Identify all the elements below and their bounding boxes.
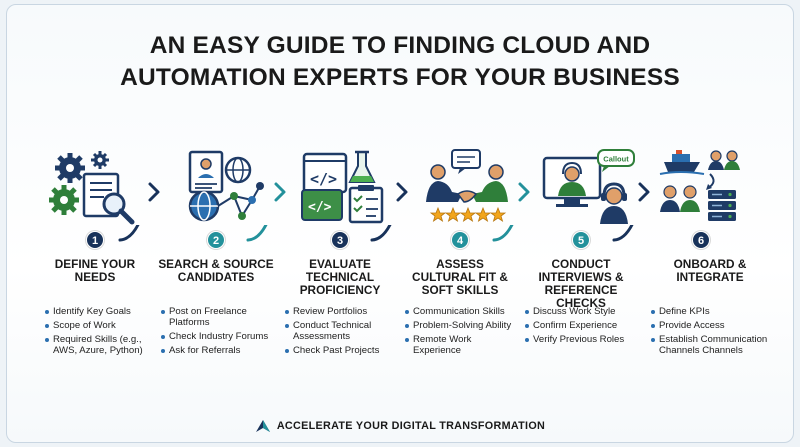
list-item: Communication Skills xyxy=(404,306,522,317)
step-bullets: Identify Key Goals Scope of Work Require… xyxy=(30,306,160,356)
svg-text:</>: </> xyxy=(308,200,332,215)
list-item: Verify Previous Roles xyxy=(524,334,646,345)
step-title: ASSESS CULTURAL FIT & SOFT SKILLS xyxy=(412,257,508,297)
resume-globe-network-icon xyxy=(172,148,272,228)
title-line-1: AN EASY GUIDE TO FINDING CLOUD AND xyxy=(149,32,651,59)
handshake-chat-stars-icon xyxy=(418,148,518,228)
rocket-arrow-icon xyxy=(255,420,270,432)
step-6-column: ONBOARD & INTEGRATE Define KPIs Provide … xyxy=(640,258,780,359)
chevron-right-icon xyxy=(638,182,650,202)
list-item: Remote Work Experience xyxy=(404,334,494,357)
step-1-column: DEFINE YOUR NEEDS Identify Key Goals Sco… xyxy=(30,258,160,359)
list-item: Scope of Work xyxy=(44,320,160,331)
step-5-column: CONDUCT INTERVIEWS & REFERENCE CHECKS Di… xyxy=(516,258,646,347)
step-title: SEARCH & SOURCE CANDIDATES xyxy=(158,257,274,284)
step-bullets: Post on Freelance Platforms Check Indust… xyxy=(150,306,282,356)
timeline-arrows xyxy=(12,225,790,242)
step-1-badge: 1 xyxy=(86,231,104,249)
callout-label: Callout xyxy=(603,155,629,164)
infographic-card xyxy=(6,4,794,443)
step-4-badge: 4 xyxy=(451,231,469,249)
list-item: Discuss Work Style xyxy=(524,306,646,317)
step-2-column: SEARCH & SOURCE CANDIDATES Post on Freel… xyxy=(150,258,282,359)
step-bullets: Discuss Work Style Confirm Experience Ve… xyxy=(516,306,646,345)
list-item: Provide Access xyxy=(650,320,780,331)
list-item: Check Industry Forums xyxy=(160,331,282,342)
list-item: Establish Communication Channels Channel… xyxy=(650,334,770,357)
list-item: Required Skills (e.g., AWS, Azure, Pytho… xyxy=(44,334,162,357)
chevron-arrows xyxy=(148,182,650,202)
video-call-headset-icon: Callout xyxy=(538,148,638,228)
step-6-badge: 6 xyxy=(692,231,710,249)
title-line-2: AUTOMATION EXPERTS FOR YOUR BUSINESS xyxy=(120,64,680,91)
step-bullets: Communication Skills Problem-Solving Abi… xyxy=(398,306,522,356)
chevron-right-icon xyxy=(518,182,530,202)
chevron-right-icon xyxy=(396,182,408,202)
list-item: Review Portfolios xyxy=(284,306,404,317)
step-4-column: ASSESS CULTURAL FIT & SOFT SKILLS Commun… xyxy=(398,258,522,359)
page-title: AN EASY GUIDE TO FINDING CLOUD AND AUTOM… xyxy=(0,30,800,94)
chevron-right-icon xyxy=(274,182,286,202)
step-3-column: EVALUATE TECHNICAL PROFICIENCY Review Po… xyxy=(276,258,404,359)
chevron-right-icon xyxy=(148,182,160,202)
step-title: DEFINE YOUR NEEDS xyxy=(54,257,136,284)
list-item: Identify Key Goals xyxy=(44,306,160,317)
list-item: Problem-Solving Ability xyxy=(404,320,522,331)
step-title: CONDUCT INTERVIEWS & REFERENCE CHECKS xyxy=(538,257,624,310)
list-item: Conduct Technical Assessments xyxy=(284,320,388,343)
list-item: Post on Freelance Platforms xyxy=(160,306,264,329)
footer: ACCELERATE YOUR DIGITAL TRANSFORMATION xyxy=(0,419,800,433)
step-3-badge: 3 xyxy=(331,231,349,249)
step-bullets: Define KPIs Provide Access Establish Com… xyxy=(640,306,780,356)
list-item: Ask for Referrals xyxy=(160,345,282,356)
step-title: ONBOARD & INTEGRATE xyxy=(673,257,747,284)
icons-row: </> </> xyxy=(0,148,800,238)
code-window-flask-checklist-icon: </> </> xyxy=(296,148,396,228)
list-item: Confirm Experience xyxy=(524,320,646,331)
step-bullets: Review Portfolios Conduct Technical Asse… xyxy=(276,306,404,356)
step-5-badge: 5 xyxy=(572,231,590,249)
footer-text: ACCELERATE YOUR DIGITAL TRANSFORMATION xyxy=(276,420,546,432)
team-ship-server-icon xyxy=(650,148,750,228)
list-item: Define KPIs xyxy=(650,306,780,317)
step-title: EVALUATE TECHNICAL PROFICIENCY xyxy=(299,257,381,297)
gears-document-magnifier-icon xyxy=(44,148,144,228)
step-2-badge: 2 xyxy=(207,231,225,249)
list-item: Check Past Projects xyxy=(284,345,404,356)
svg-text:</>: </> xyxy=(310,170,337,188)
